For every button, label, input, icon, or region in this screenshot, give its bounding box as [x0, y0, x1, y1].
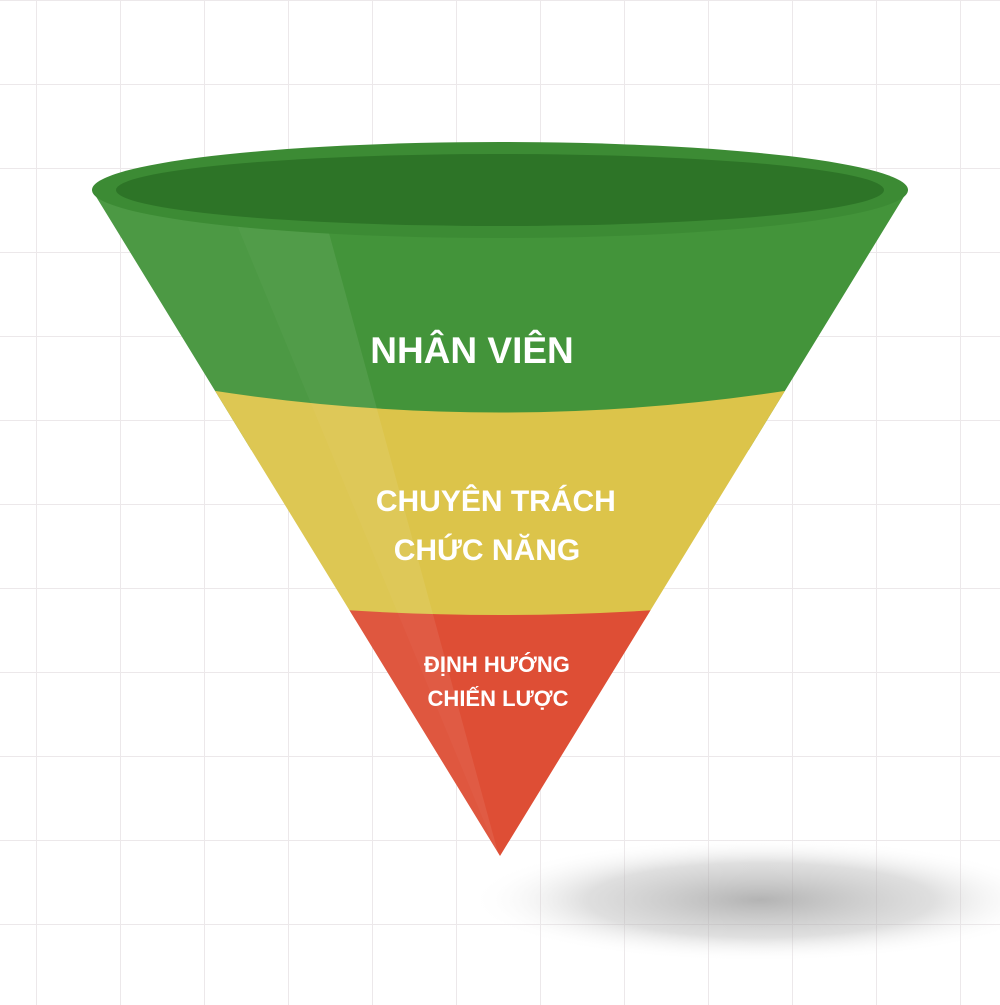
cone-highlight [210, 190, 500, 856]
funnel-shadow [470, 838, 1000, 962]
funnel-rim-opening [116, 154, 884, 226]
tier-middle-label-line-2: CHỨC NĂNG [394, 533, 581, 567]
tier-middle-label-line-1: CHUYÊN TRÁCH [376, 484, 616, 518]
tier-middle-label: CHUYÊN TRÁCH CHỨC NĂNG [376, 484, 624, 567]
tier-bottom-label-line-1: ĐỊNH HƯỚNG [424, 652, 570, 677]
tier-bottom-label: ĐỊNH HƯỚNG CHIẾN LƯỢC [424, 652, 576, 711]
tier-bottom-label-line-2: CHIẾN LƯỢC [428, 686, 569, 711]
cone-highlight-soft [92, 190, 500, 856]
tier-top-label: NHÂN VIÊN [370, 329, 574, 371]
tier-top-label-line-1: NHÂN VIÊN [370, 329, 574, 371]
tier-middle-band [150, 380, 850, 620]
